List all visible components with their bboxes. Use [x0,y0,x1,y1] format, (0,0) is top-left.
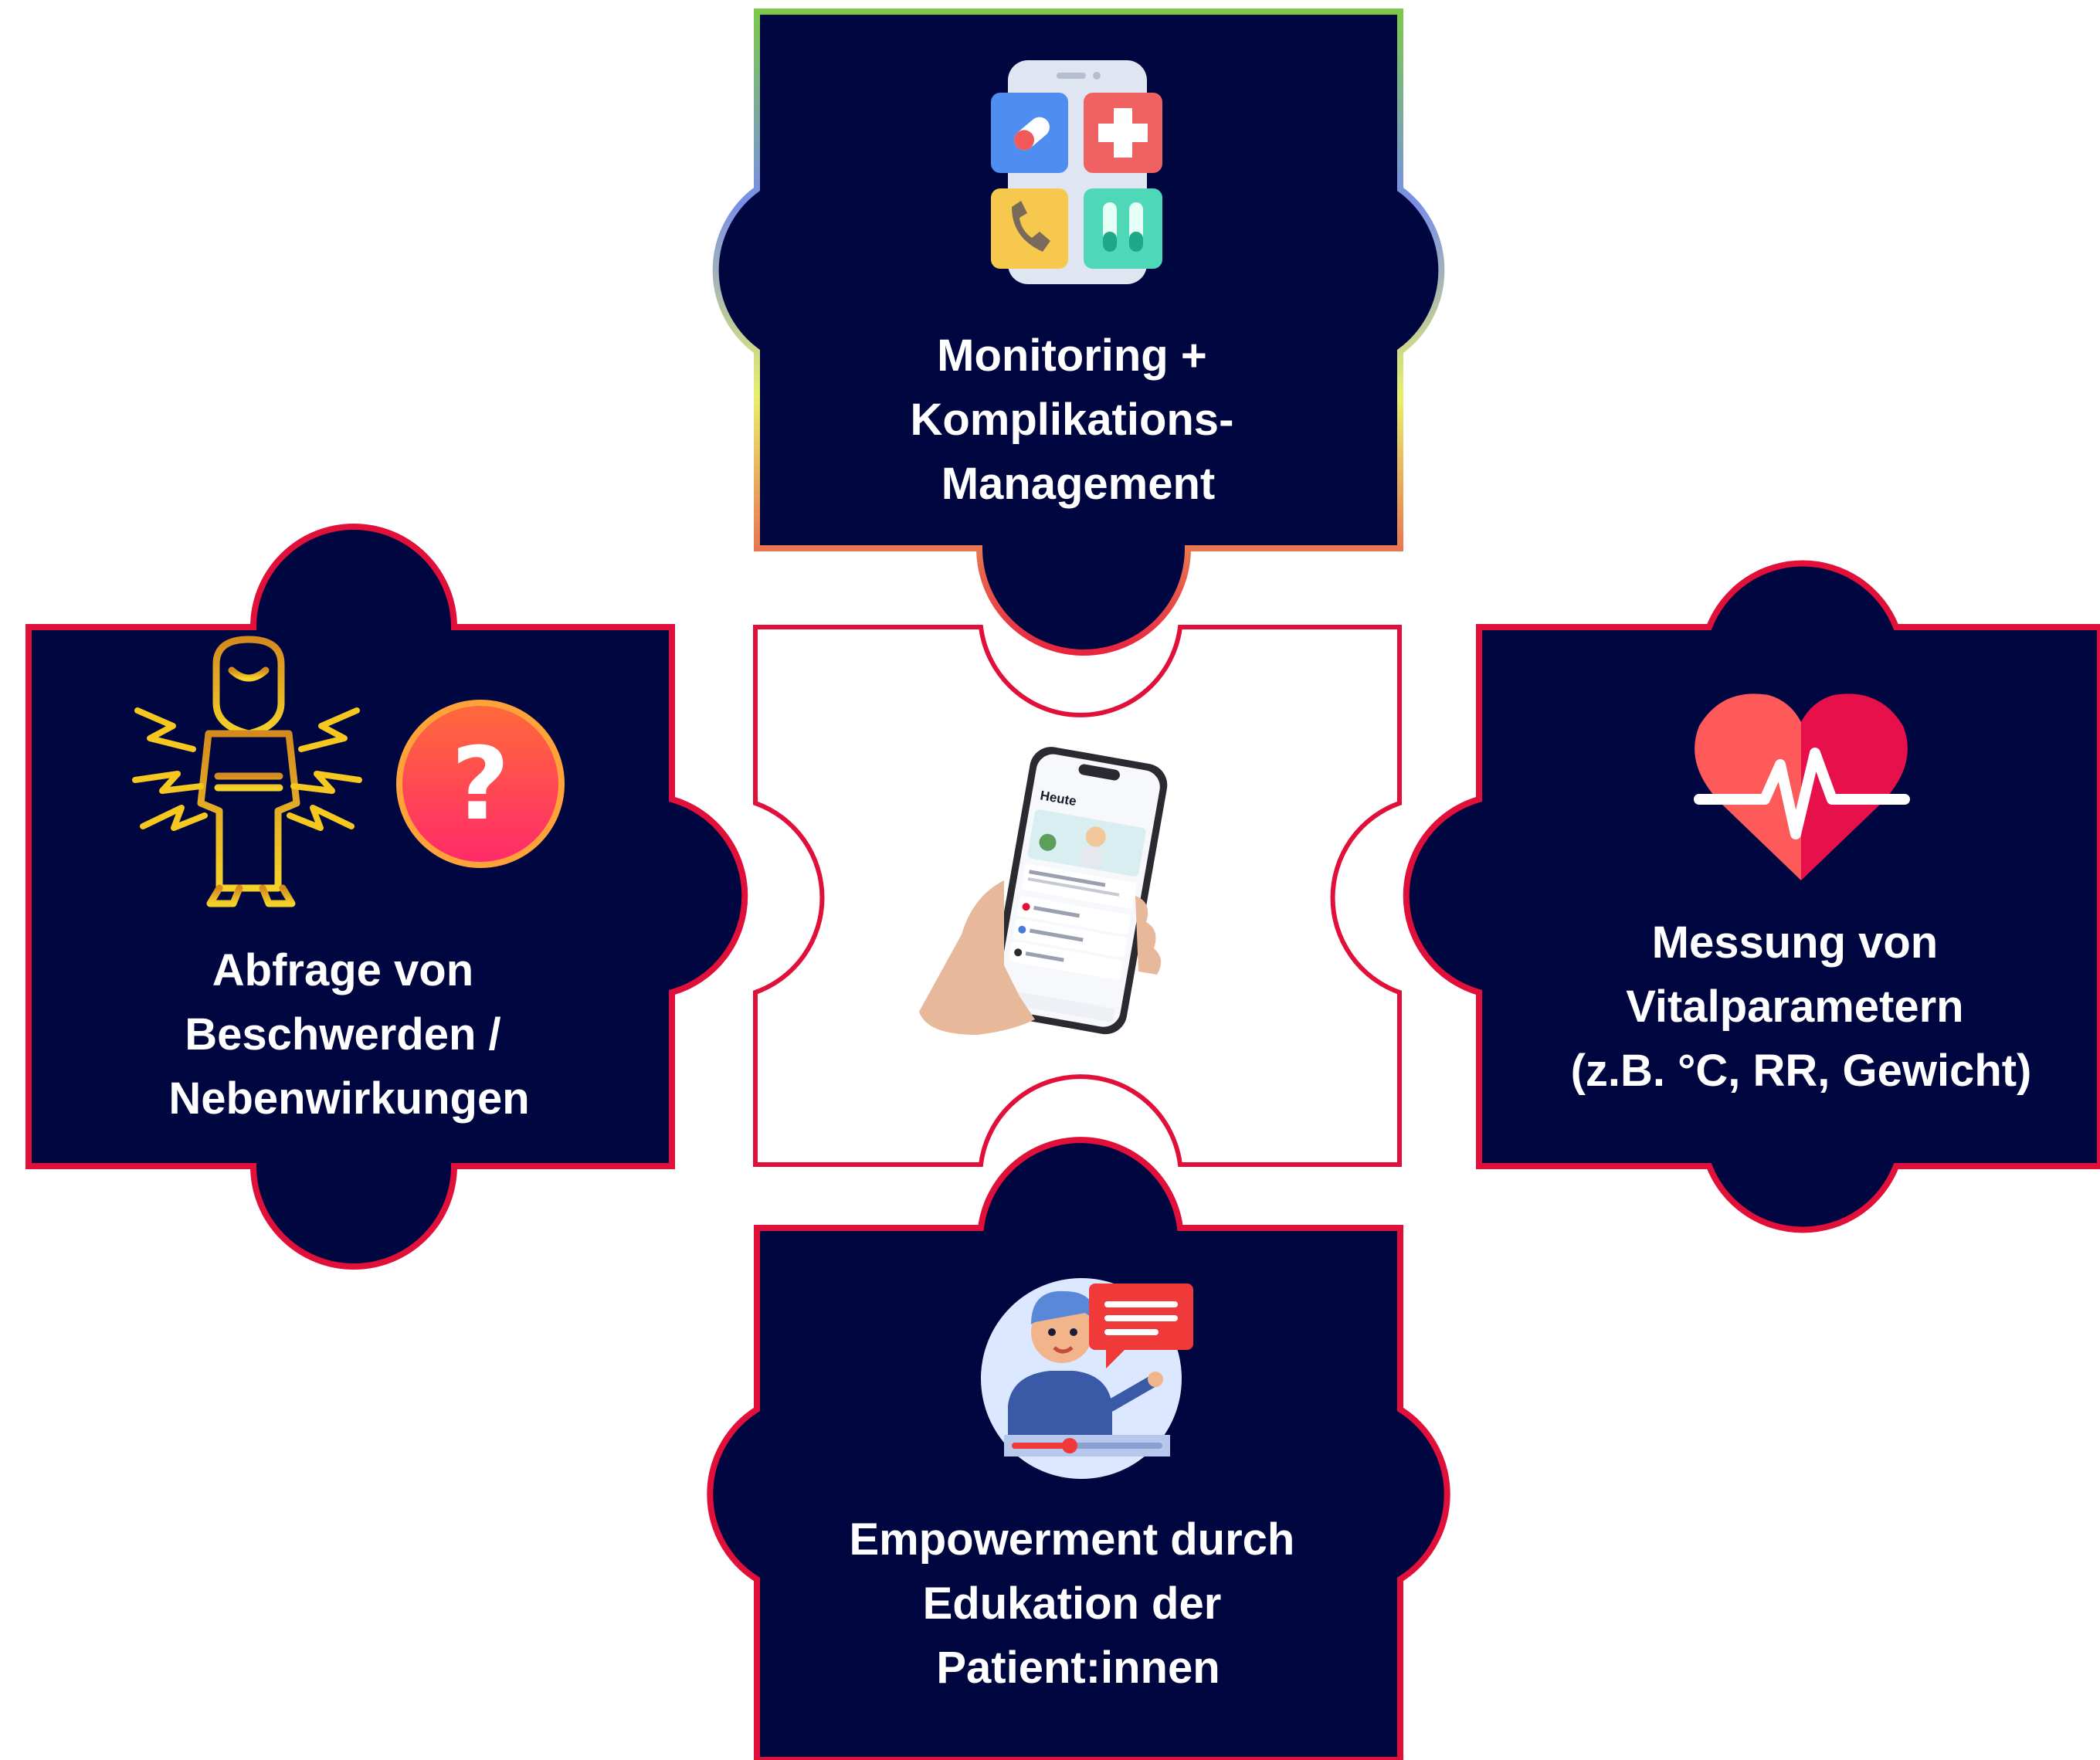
piece-bottom-line-2: Edukation der [923,1579,1222,1629]
piece-top-label: Monitoring + Komplikations- Management [910,331,1246,509]
piece-top-line-1: Monitoring + [937,331,1207,381]
piece-right-label: Messung von Vitalparametern (z.B. °C, RR… [1571,917,2032,1096]
puzzle-piece-center: Heute [753,625,1402,1167]
piece-left-label: Abfrage von Beschwerden / Nebenwirkungen [168,945,529,1124]
question-mark-glyph: ? [451,725,509,843]
person-pain-question-icon: ? [132,636,565,907]
piece-top-line-3: Management [941,459,1216,509]
piece-bottom-label: Empowerment durch Edukation der Patient:… [850,1514,1308,1693]
piece-bottom-line-3: Patient:innen [936,1643,1220,1693]
piece-right-shape [1403,560,2100,1233]
piece-right-line-2: Vitalparametern [1626,982,1963,1032]
piece-left-line-3: Nebenwirkungen [168,1073,529,1124]
video-education-icon [981,1278,1193,1479]
piece-left-line-2: Beschwerden / [185,1009,500,1060]
piece-top-shape [712,8,1445,656]
piece-right-line-1: Messung von [1652,917,1939,968]
hand-holding-phone-app-icon: Heute [919,747,1168,1035]
piece-top-line-2: Komplikations- [910,395,1233,445]
puzzle-piece-right: Messung von Vitalparametern (z.B. °C, RR… [1403,560,2100,1233]
piece-right-line-3: (z.B. °C, RR, Gewicht) [1571,1046,2032,1096]
piece-left-line-1: Abfrage von [212,945,473,995]
puzzle-piece-top: Monitoring + Komplikations- Management [712,8,1445,656]
piece-left-shape [25,524,748,1270]
heart-pulse-icon [1694,693,1910,880]
piece-bottom-line-1: Empowerment durch [850,1514,1295,1565]
puzzle-piece-left: ? Abfrage von Beschwerden / Nebenwirkung… [25,524,748,1270]
puzzle-piece-bottom: Empowerment durch Edukation der Patient:… [707,1137,1450,1760]
medical-app-phone-icon [991,60,1162,284]
